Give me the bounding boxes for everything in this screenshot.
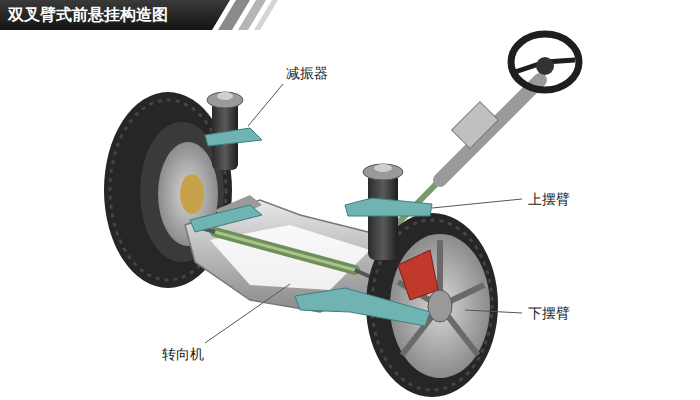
leader-line xyxy=(465,310,522,313)
title-banner xyxy=(0,0,230,30)
steering-column xyxy=(360,34,579,262)
part-label: 减振器 xyxy=(284,64,330,82)
leader-line xyxy=(432,199,522,208)
leader-line xyxy=(205,284,290,343)
leader-line xyxy=(248,84,283,126)
part-label: 转向机 xyxy=(160,345,206,363)
part-label: 上摆臂 xyxy=(526,190,572,208)
diagram-title: 双叉臂式前悬挂构造图 xyxy=(8,5,168,25)
leader-lines xyxy=(205,84,522,343)
part-label: 下摆臂 xyxy=(526,304,572,322)
left-shock xyxy=(190,92,262,232)
right-shock xyxy=(295,164,432,326)
steering-rack xyxy=(195,226,395,288)
banner-stripe xyxy=(254,0,278,30)
